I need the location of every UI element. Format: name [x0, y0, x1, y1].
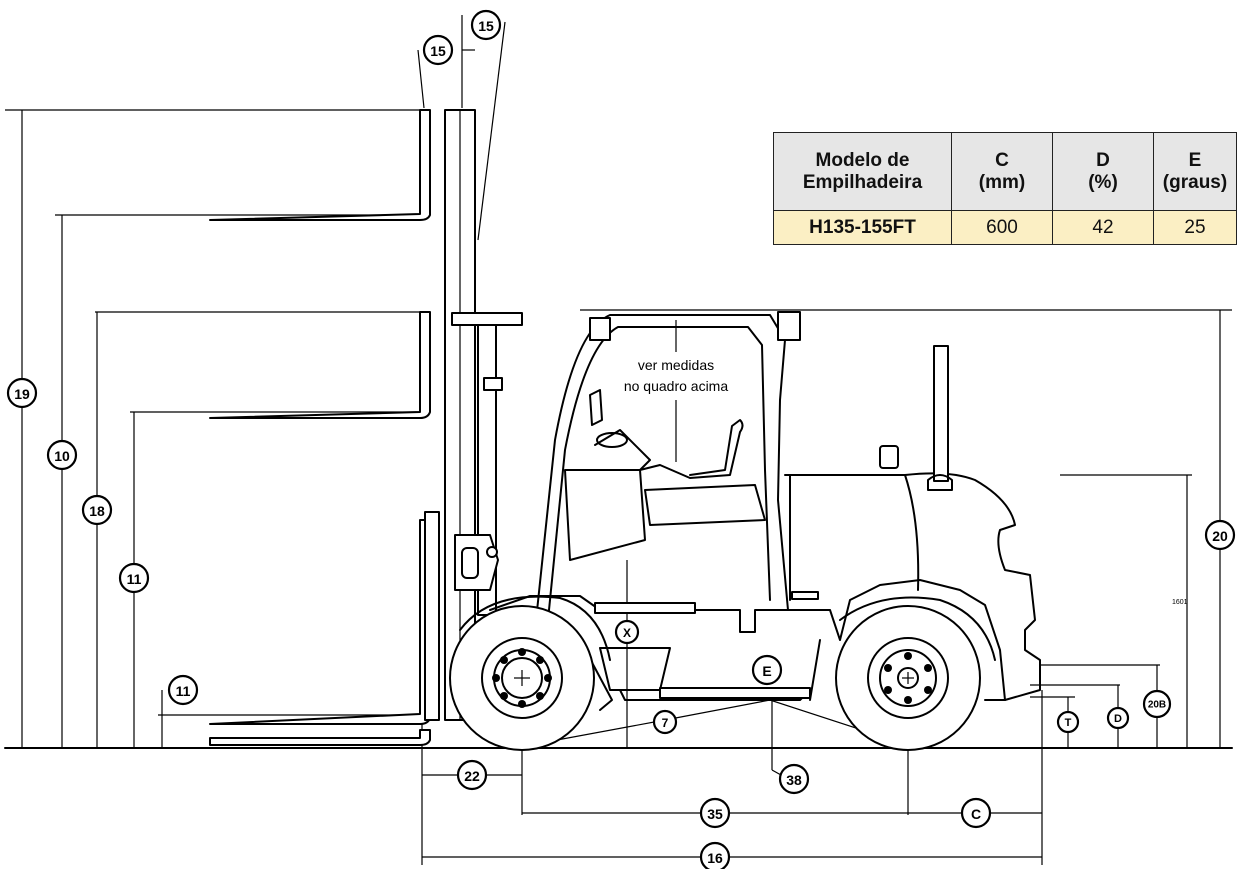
svg-text:16: 16	[707, 850, 723, 866]
callout-7: 7	[652, 709, 678, 735]
header-c: C(mm)	[951, 132, 1053, 211]
callout-10: 10	[46, 439, 78, 471]
svg-text:11: 11	[127, 571, 142, 587]
svg-text:15: 15	[430, 43, 446, 59]
callout-d: D	[1106, 706, 1130, 730]
cell-model: H135-155FT	[773, 210, 952, 245]
height-guides	[5, 109, 1232, 716]
callout-22: 22	[456, 759, 488, 791]
svg-text:19: 19	[14, 386, 30, 402]
header-e: E(graus)	[1153, 132, 1237, 211]
svg-text:38: 38	[786, 772, 802, 788]
callout-e: E	[751, 654, 783, 686]
mast-tilt-lines	[417, 15, 506, 241]
svg-text:X: X	[623, 626, 631, 640]
svg-text:22: 22	[464, 768, 480, 784]
callout-38: 38	[778, 763, 810, 795]
front-wheel	[449, 595, 611, 751]
svg-text:35: 35	[707, 806, 723, 822]
svg-text:18: 18	[89, 503, 105, 519]
svg-text:E: E	[762, 663, 771, 679]
fork-middle	[209, 311, 431, 419]
svg-text:20: 20	[1212, 528, 1228, 544]
rear-wheel	[835, 596, 996, 751]
cell-d: 42	[1052, 210, 1154, 245]
callout-18: 18	[81, 494, 113, 526]
callout-16: 16	[699, 841, 731, 869]
callout-20b: 20B	[1142, 689, 1172, 719]
fork-top	[209, 109, 431, 221]
svg-text:15: 15	[478, 18, 494, 34]
operator-cab	[534, 311, 801, 631]
left-dimension-lines	[21, 110, 163, 748]
svg-text:11: 11	[176, 683, 191, 699]
callout-19: 19	[6, 377, 38, 409]
callout-t: T	[1056, 710, 1080, 734]
underclearance-line	[529, 699, 909, 746]
svg-text:T: T	[1065, 717, 1072, 729]
callout-20: 20	[1204, 519, 1236, 551]
fork-bottom	[209, 519, 431, 746]
callout-11-lift: 11	[118, 562, 150, 594]
svg-text:C: C	[971, 806, 981, 822]
cab-note-line2: no quadro acima	[624, 378, 729, 394]
cab-note-line1: ver medidas	[638, 357, 714, 373]
callout-15-top: 15	[470, 9, 502, 41]
svg-text:D: D	[1114, 713, 1122, 725]
cell-e: 25	[1153, 210, 1237, 245]
table-row: H135-155FT 600 42 25	[773, 210, 1237, 245]
callout-c: C	[960, 797, 992, 829]
cell-c: 600	[951, 210, 1053, 245]
header-d: D(%)	[1052, 132, 1154, 211]
height-value-1601: 1601	[1172, 599, 1188, 606]
svg-text:7: 7	[662, 716, 669, 730]
callout-11-fork: 11	[167, 674, 199, 706]
svg-text:20B: 20B	[1148, 700, 1166, 711]
callout-35: 35	[699, 797, 731, 829]
callout-15-left: 15	[422, 34, 454, 66]
callout-x: X	[614, 619, 640, 645]
svg-text:10: 10	[54, 448, 70, 464]
truck-body	[489, 345, 1041, 711]
